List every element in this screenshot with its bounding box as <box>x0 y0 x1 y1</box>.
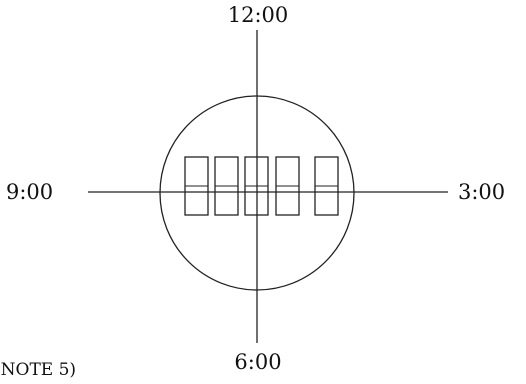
rectangle-2 <box>214 156 239 216</box>
label-9-oclock: 9:00 <box>6 180 53 204</box>
rectangle-row <box>184 156 339 216</box>
rectangle-5 <box>314 156 339 216</box>
note-label: (NOTE 5) <box>0 360 76 379</box>
label-6-oclock: 6:00 <box>234 350 281 374</box>
label-12-oclock: 12:00 <box>228 3 289 27</box>
rectangle-1 <box>184 156 209 216</box>
label-3-oclock: 3:00 <box>458 180 505 204</box>
rectangle-3 <box>244 156 269 216</box>
rectangle-4 <box>275 156 300 216</box>
bore-circle <box>159 95 355 291</box>
